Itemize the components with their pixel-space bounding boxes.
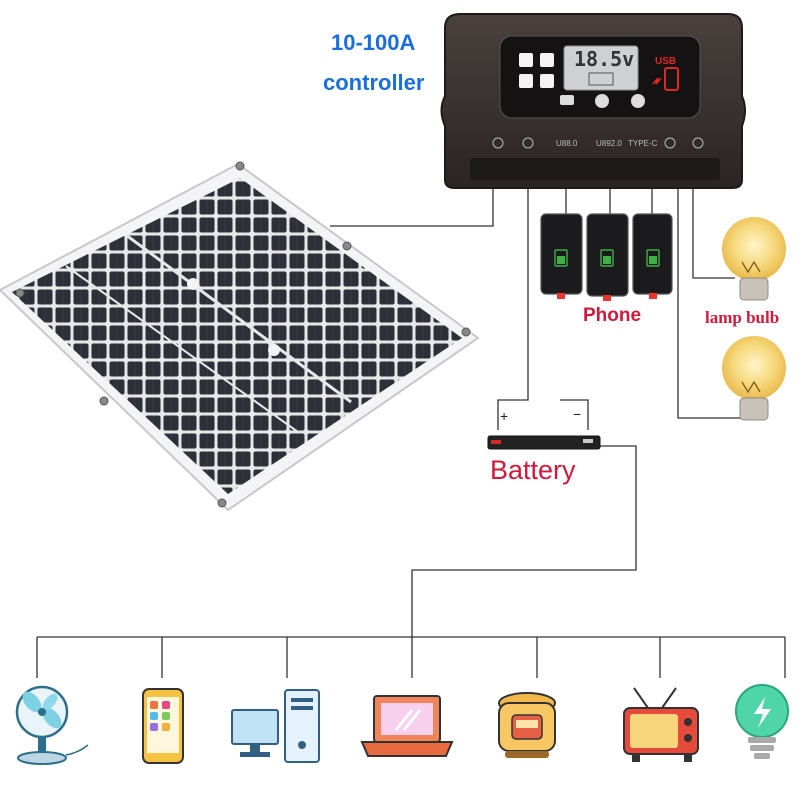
phone-1 [540, 213, 583, 299]
phone-3 [632, 213, 673, 299]
laptop-icon [360, 695, 454, 757]
solar-panel [0, 161, 480, 512]
controller-status-2: U892.0 [596, 139, 622, 148]
lamp-bulb-label: lamp bulb [705, 308, 780, 327]
phones [540, 213, 673, 301]
battery-label: Battery [490, 455, 576, 485]
controller-title-line1: 10-100A [331, 30, 416, 55]
wire-controller-battery-minus [560, 399, 589, 430]
battery-minus-sign: − [573, 406, 582, 422]
wiring [36, 185, 786, 678]
fan-icon [15, 685, 89, 765]
tv-icon [623, 687, 699, 762]
usb-label: USB [655, 56, 677, 67]
wire-lamp-2 [677, 185, 742, 419]
lamp-bulb-2 [722, 336, 786, 421]
controller-status-1: U88.0 [556, 139, 578, 148]
lcd-reading: 18.5v [574, 47, 635, 71]
controller-status-3: TYPE-C [628, 139, 658, 148]
charge-controller [440, 13, 746, 189]
lamp-bulb-1 [722, 217, 786, 301]
wire-controller-battery-plus [497, 185, 529, 430]
rice-cooker-icon [498, 692, 556, 758]
light-bulb-icon [735, 684, 789, 759]
smartphone-icon [142, 688, 184, 764]
phone-label: Phone [583, 305, 642, 326]
wire-lamp-1 [692, 185, 735, 279]
wire-panel-controller [330, 185, 494, 227]
phone-2 [586, 213, 629, 301]
wire-battery-load [411, 445, 637, 637]
desktop-computer-icon [231, 689, 320, 763]
controller-title-line2: controller [323, 70, 425, 95]
battery [487, 435, 601, 450]
battery-plus-sign: + [500, 408, 509, 424]
